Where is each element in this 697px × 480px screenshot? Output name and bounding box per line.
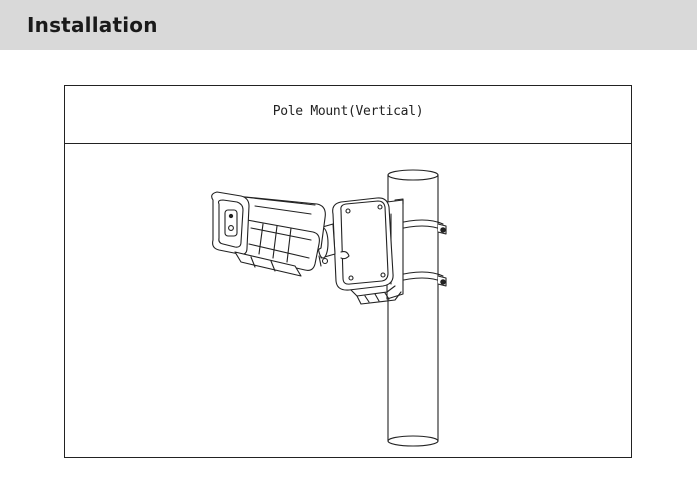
section-title: Installation xyxy=(27,13,158,37)
pole-mount-illustration xyxy=(211,169,447,447)
camera-neck-drawing xyxy=(317,223,350,267)
bullet-camera-drawing xyxy=(211,191,326,277)
upper-clamp-drawing xyxy=(394,219,447,235)
figure-caption-row: Pole Mount(Vertical) xyxy=(65,86,631,144)
junction-box-drawing xyxy=(332,197,402,305)
figure-frame: Pole Mount(Vertical) xyxy=(64,85,632,458)
figure-caption: Pole Mount(Vertical) xyxy=(272,104,424,119)
section-header-bar: Installation xyxy=(0,0,697,50)
